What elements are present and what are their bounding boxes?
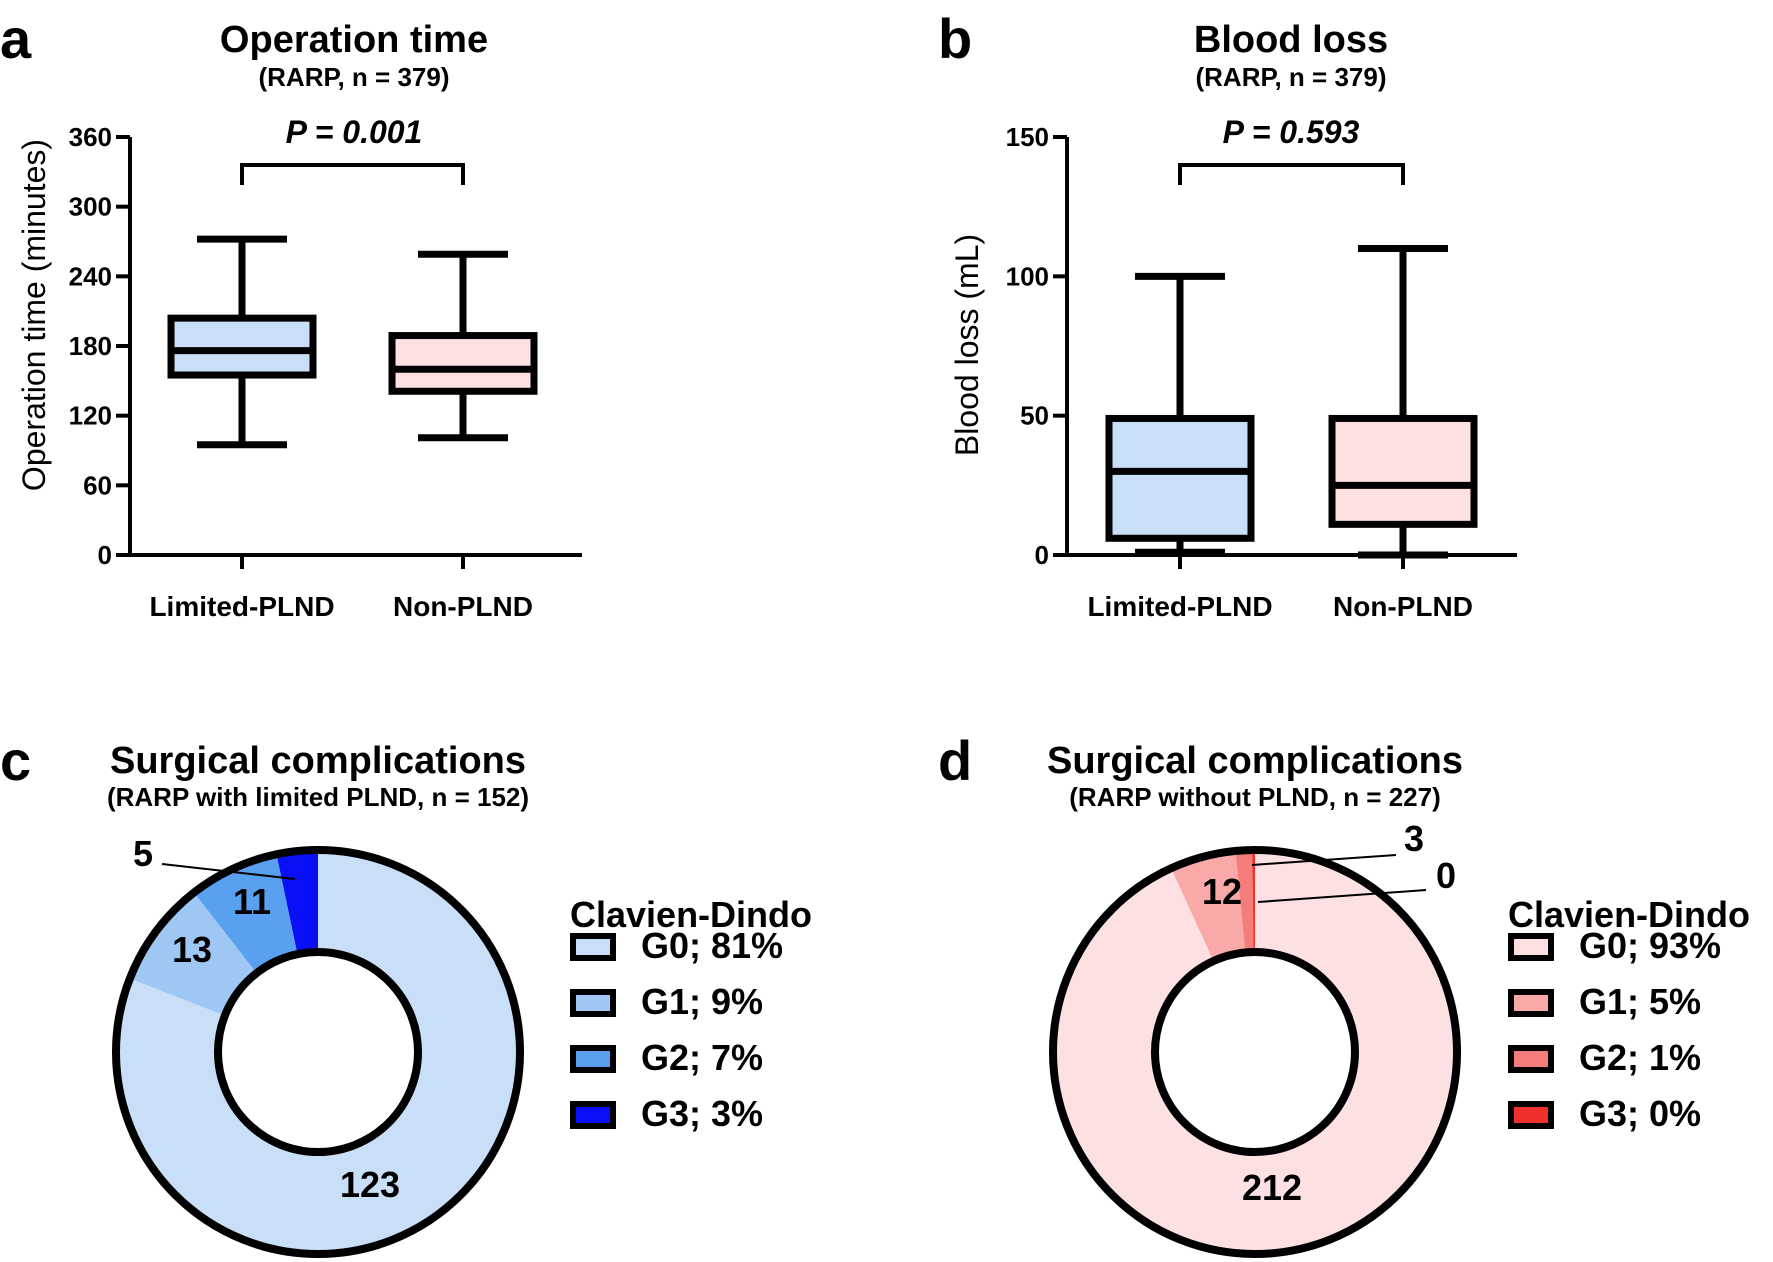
- legend: G0; 81% G1; 9% G2; 7% G3; 3%: [570, 925, 783, 1134]
- legend-item-label: G1; 5%: [1579, 981, 1701, 1022]
- slice-value-label: 11: [233, 881, 271, 922]
- slice-value-label: 13: [172, 929, 212, 970]
- legend-swatch: [570, 1101, 616, 1129]
- y-tick-label: 150: [1006, 122, 1049, 152]
- legend-swatch: [570, 989, 616, 1017]
- x-category-label: Non-PLND: [1333, 591, 1473, 622]
- slice-labels: 212 12 30: [1202, 818, 1456, 1208]
- donut-inner-ring: [214, 948, 422, 1156]
- slice-labels: 123 13 11 5: [133, 833, 400, 1205]
- legend-item-label: G2; 7%: [641, 1037, 763, 1078]
- slice-leader-line: [161, 863, 296, 880]
- legend-item-label: G0; 81%: [641, 925, 783, 966]
- donut-inner-ring: [1151, 948, 1359, 1156]
- x-category-label: Limited-PLND: [149, 591, 334, 622]
- slice-value-label: 12: [1202, 871, 1242, 912]
- donut-chart: [1049, 846, 1461, 1258]
- chart-subtitle: (RARP, n = 379): [1196, 62, 1387, 92]
- y-tick-label: 100: [1006, 261, 1049, 291]
- slice-value-label: 0: [1436, 855, 1456, 896]
- slice-leader-line: [1257, 889, 1427, 903]
- panel-label-c: c: [0, 729, 31, 792]
- legend-title: Clavien-Dindo: [1508, 894, 1750, 935]
- slice-value-label: 123: [340, 1164, 400, 1205]
- donut-slice: [115, 850, 521, 1254]
- legend-item-label: G2; 1%: [1579, 1037, 1701, 1078]
- donut-slice: [1252, 850, 1255, 953]
- p-value-annotation: P = 0.001: [286, 114, 423, 150]
- box-iqr: [1328, 414, 1478, 528]
- legend-item-label: G3; 3%: [641, 1093, 763, 1134]
- box-iqr: [1105, 414, 1255, 542]
- donut-outer-ring: [112, 846, 524, 1258]
- chart-title: Operation time: [220, 19, 488, 61]
- donut-slice: [129, 892, 257, 1016]
- y-tick-label: 180: [69, 331, 112, 361]
- legend-item-label: G3; 0%: [1579, 1093, 1701, 1134]
- y-tick-label: 60: [83, 470, 112, 500]
- legend-swatch: [1508, 989, 1554, 1017]
- y-axis-label: Operation time (minutes): [16, 139, 52, 491]
- p-value-annotation: P = 0.593: [1223, 114, 1360, 150]
- significance-bracket: [240, 163, 465, 185]
- y-tick-label: 0: [1035, 540, 1049, 570]
- chart-subtitle: (RARP, n = 379): [259, 62, 450, 92]
- legend-item-label: G1; 9%: [641, 981, 763, 1022]
- panel-label-b: b: [938, 7, 972, 70]
- y-tick-label: 360: [69, 122, 112, 152]
- panel-label-a: a: [0, 7, 32, 70]
- y-tick-label: 240: [69, 261, 112, 291]
- panel-operation-time: a Operation time (RARP, n = 379) Operati…: [0, 7, 582, 622]
- legend-title: Clavien-Dindo: [570, 894, 812, 935]
- y-tick-label: 50: [1020, 401, 1049, 431]
- box-group: [167, 235, 538, 449]
- chart-title: Surgical complications: [110, 740, 526, 782]
- y-axis-label: Blood loss (mL): [949, 234, 985, 456]
- chart-title: Blood loss: [1194, 19, 1388, 61]
- donut-chart: [112, 846, 524, 1258]
- slice-value-label: 212: [1242, 1167, 1302, 1208]
- legend-swatch: [570, 933, 616, 961]
- chart-subtitle: (RARP without PLND, n = 227): [1069, 782, 1441, 812]
- donut-outer-ring: [1049, 846, 1461, 1258]
- significance-bracket: [1178, 163, 1405, 185]
- y-tick-label: 300: [69, 192, 112, 222]
- donut-slice: [276, 850, 318, 955]
- chart-subtitle: (RARP with limited PLND, n = 152): [107, 782, 529, 812]
- donut-slice: [1171, 850, 1246, 962]
- panel-blood-loss: b Blood loss (RARP, n = 379) Blood loss …: [938, 7, 1517, 622]
- donut-slice: [1053, 850, 1458, 1254]
- slice-leader-line: [1251, 854, 1397, 866]
- legend-swatch: [1508, 1101, 1554, 1129]
- panel-label-d: d: [938, 729, 972, 792]
- donut-slice: [1235, 850, 1254, 953]
- legend-swatch: [1508, 933, 1554, 961]
- box-iqr: [388, 332, 538, 395]
- slice-value-label: 5: [133, 833, 153, 874]
- legend-item-label: G0; 93%: [1579, 925, 1721, 966]
- chart-title: Surgical complications: [1047, 740, 1463, 782]
- slice-value-label: 3: [1404, 818, 1424, 859]
- y-tick-label: 120: [69, 401, 112, 431]
- legend-swatch: [570, 1045, 616, 1073]
- y-tick-label: 0: [98, 540, 112, 570]
- panel-complications-non-plnd: d Surgical complications (RARP without P…: [938, 729, 1750, 1258]
- x-category-label: Limited-PLND: [1087, 591, 1272, 622]
- legend: G0; 93% G1; 5% G2; 1% G3; 0%: [1508, 925, 1721, 1134]
- box-iqr: [167, 314, 317, 379]
- panel-complications-limited-plnd: c Surgical complications (RARP with limi…: [0, 729, 812, 1258]
- x-category-label: Non-PLND: [393, 591, 533, 622]
- donut-slice: [193, 854, 298, 974]
- box-group: [1105, 244, 1478, 559]
- legend-swatch: [1508, 1045, 1554, 1073]
